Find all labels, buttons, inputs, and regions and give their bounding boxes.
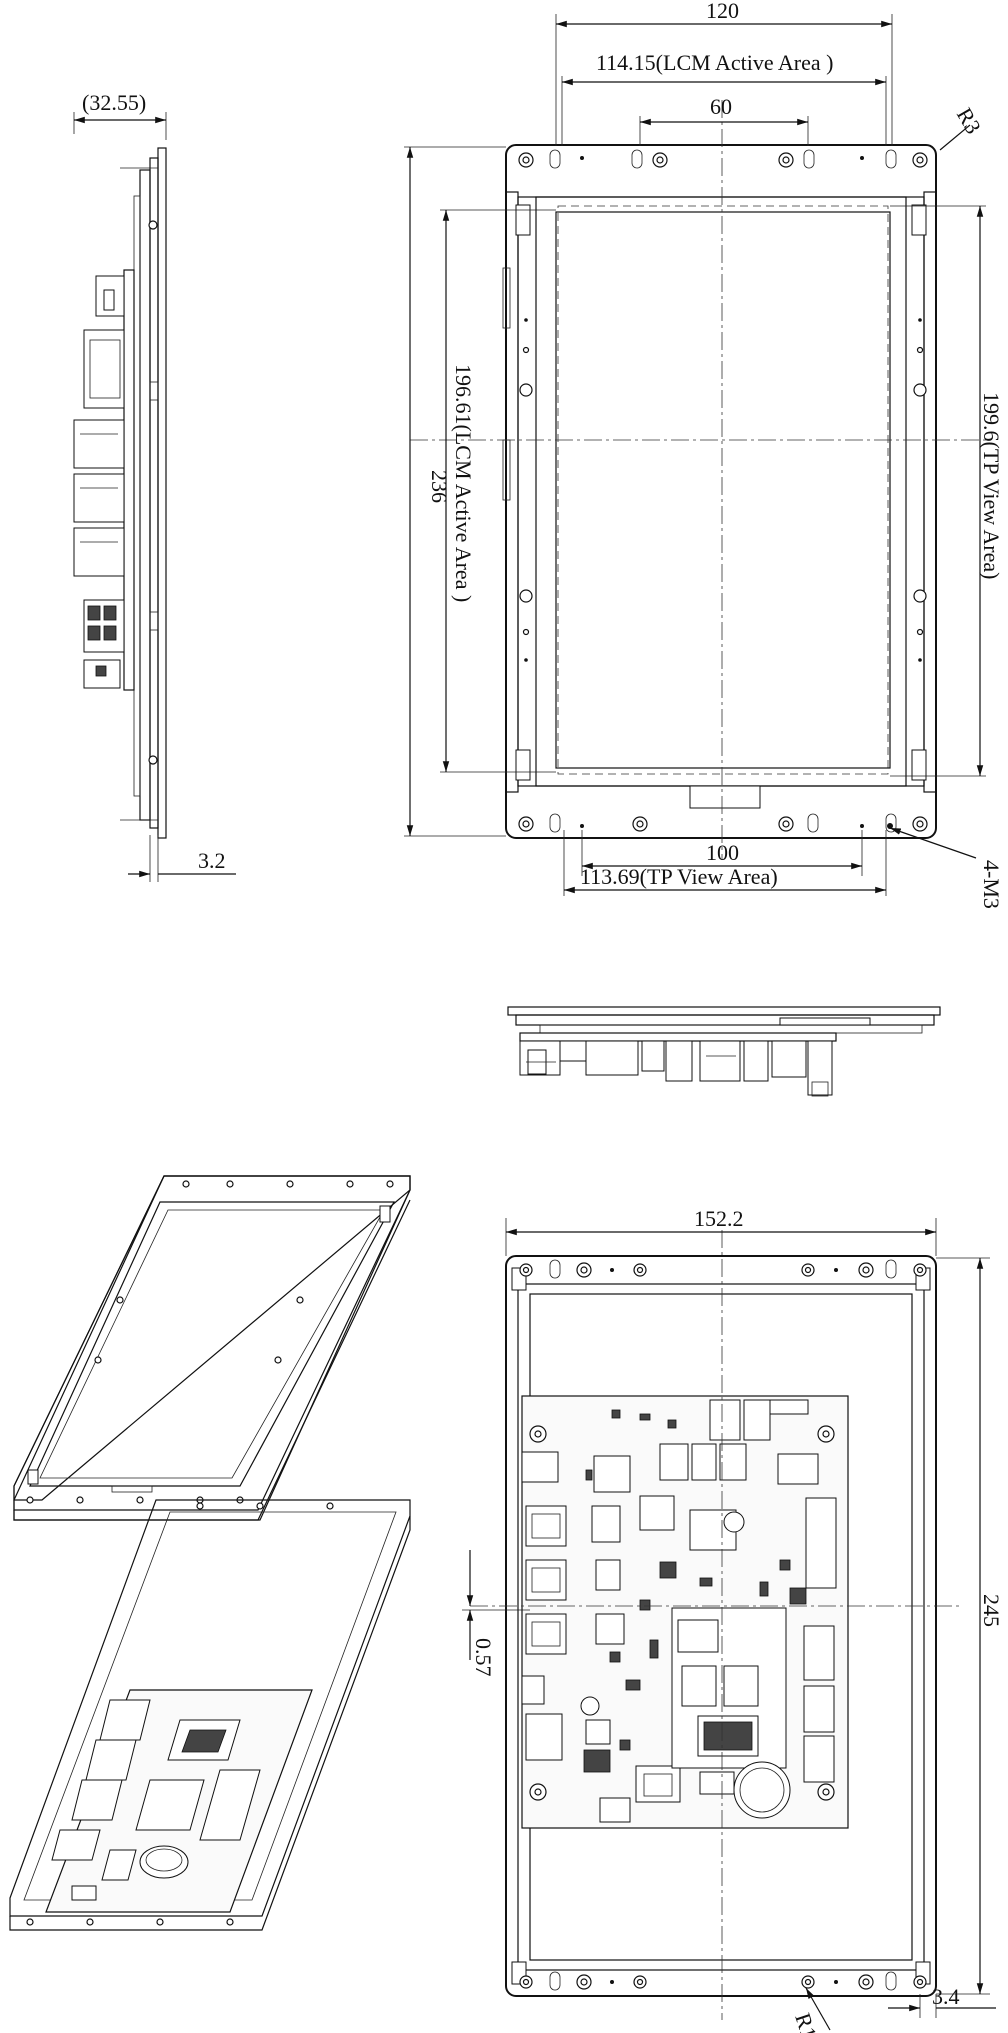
dim-overall-height: 236: [427, 470, 452, 503]
front-view: 120 114.15(LCM Active Area ) 60 R3 236 1…: [404, 0, 1004, 909]
dim-tp-view-width: 113.69(TP View Area): [580, 864, 778, 889]
dim-lcm-active-width: 114.15(LCM Active Area ): [596, 50, 833, 75]
isometric-assembly-view: [9, 1499, 411, 1931]
dim-side-thickness: 3.2: [198, 848, 226, 873]
dim-rear-radius: R1.7: [790, 2010, 827, 2033]
dim-side-depth: (32.55): [82, 90, 146, 115]
dim-lcm-active-height: 196.61(LCM Active Area ): [451, 364, 476, 602]
dim-rear-width: 152.2: [694, 1206, 744, 1231]
bottom-side-view: [507, 1006, 941, 1097]
dim-rear-offset: 0.57: [471, 1638, 496, 1677]
dim-corner-radius: R3: [952, 103, 986, 138]
rear-view: 152.2 245 0.57 3.4 R1.7: [462, 1206, 1004, 2033]
side-view: (32.55) 3.2: [73, 90, 236, 882]
dim-bottom-hole-spacing: 100: [706, 840, 739, 865]
dim-mount-screws: 4-M3: [979, 860, 1004, 909]
dim-top-hole-spacing: 60: [710, 94, 732, 119]
dim-tp-view-height: 199.6(TP View Area): [979, 392, 1004, 579]
dim-rear-height: 245: [979, 1594, 1004, 1627]
dim-overall-width: 120: [706, 0, 739, 23]
isometric-frame-view: [13, 1175, 411, 1521]
dim-rear-edge: 3.4: [932, 1984, 960, 2009]
